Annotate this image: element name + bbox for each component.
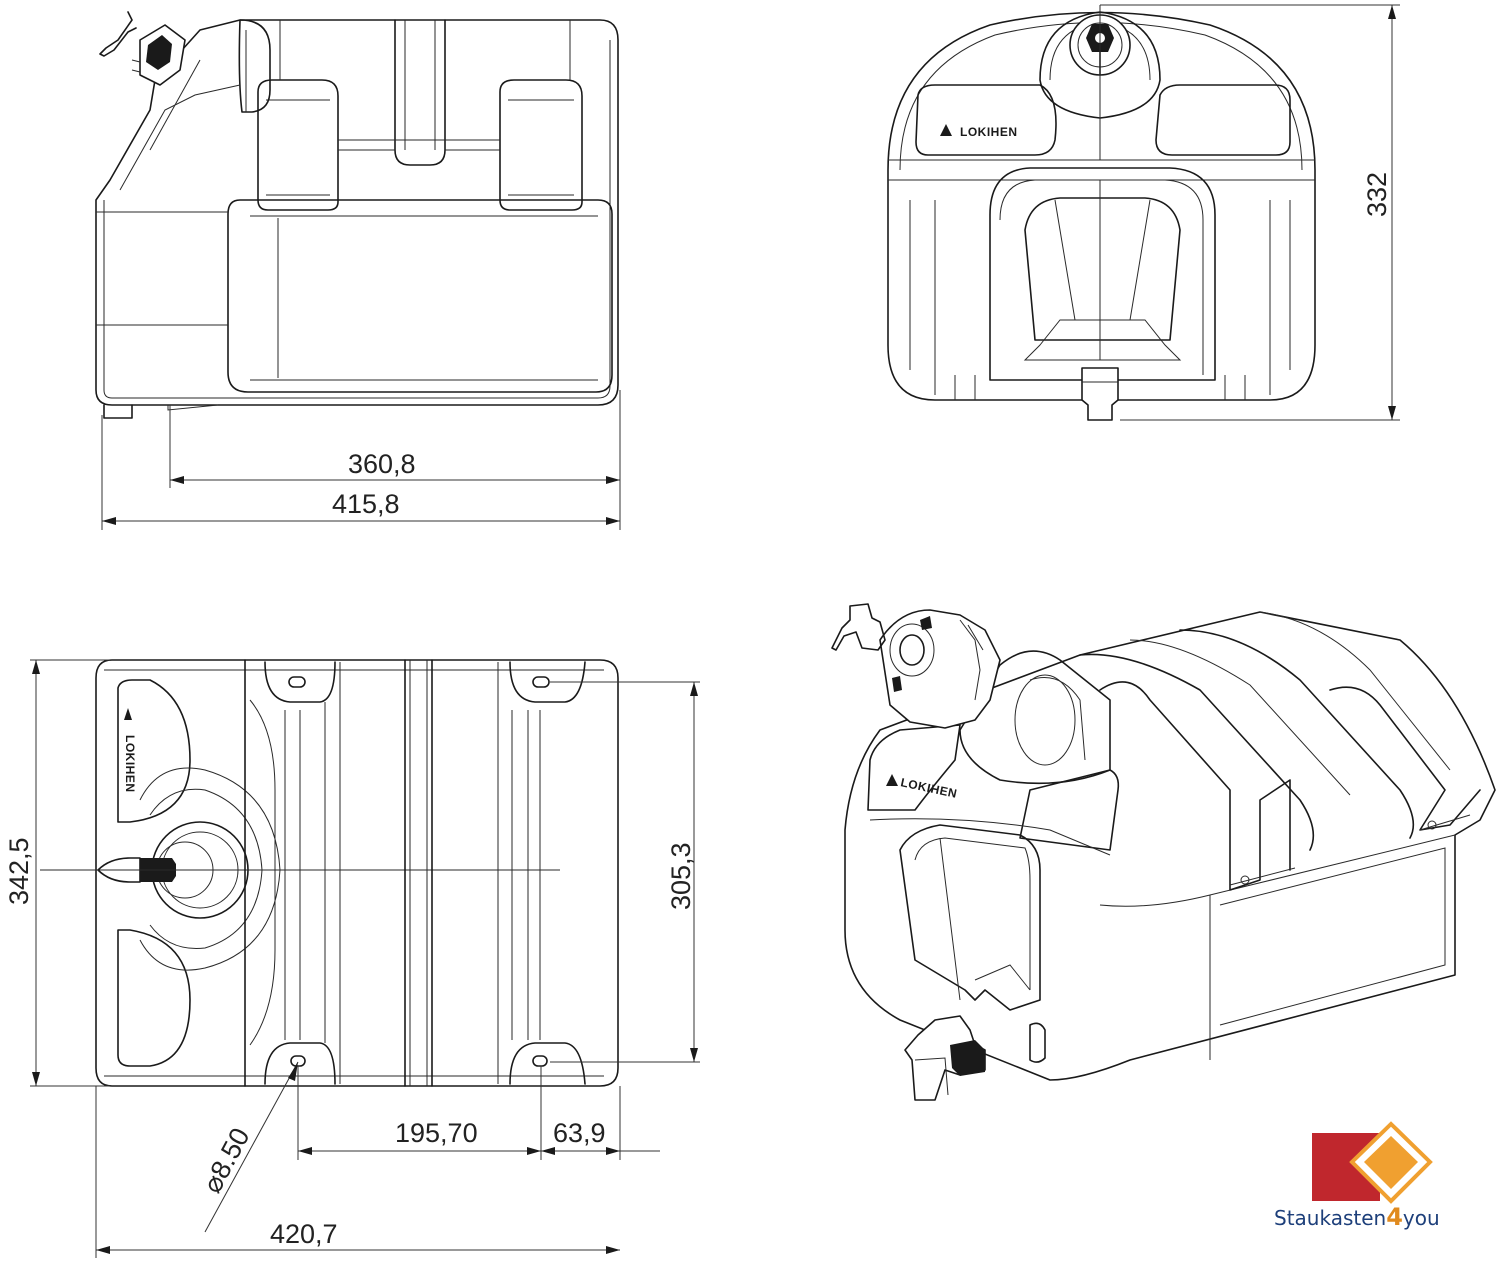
top-view: LOKIHEN 342,5 (4, 659, 700, 1258)
dim-top-total-length: 420,7 (270, 1219, 338, 1249)
tank-logo-front: LOKIHEN (960, 125, 1018, 139)
brand-name: Staukasten4you (1274, 1203, 1440, 1231)
staukasten4you-logo: Staukasten4you (1274, 1121, 1440, 1231)
brand-name-part1: Staukasten (1274, 1206, 1386, 1230)
dim-side-inner-width: 360,8 (348, 449, 416, 479)
dim-top-mount-spacing-depth: 305,3 (666, 842, 696, 910)
dim-side-total-width: 415,8 (332, 489, 400, 519)
dim-top-mount-edge-offset: 63,9 (553, 1118, 606, 1148)
brand-name-number: 4 (1386, 1203, 1403, 1231)
tank-logo-top: LOKIHEN (123, 735, 137, 793)
dim-front-height: 332 (1362, 172, 1392, 217)
isometric-view: LOKIHEN (831, 603, 1496, 1101)
tank-logo-iso: LOKIHEN (899, 775, 958, 801)
side-view: 360,8 415,8 (95, 11, 621, 530)
dim-top-depth: 342,5 (4, 837, 34, 905)
dim-top-hole-diameter: ⌀8.50 (197, 1123, 256, 1198)
dim-top-mount-spacing-length: 195,70 (395, 1118, 478, 1148)
brand-name-part2: you (1403, 1206, 1440, 1230)
front-view: LOKIHEN 332 (887, 4, 1400, 421)
